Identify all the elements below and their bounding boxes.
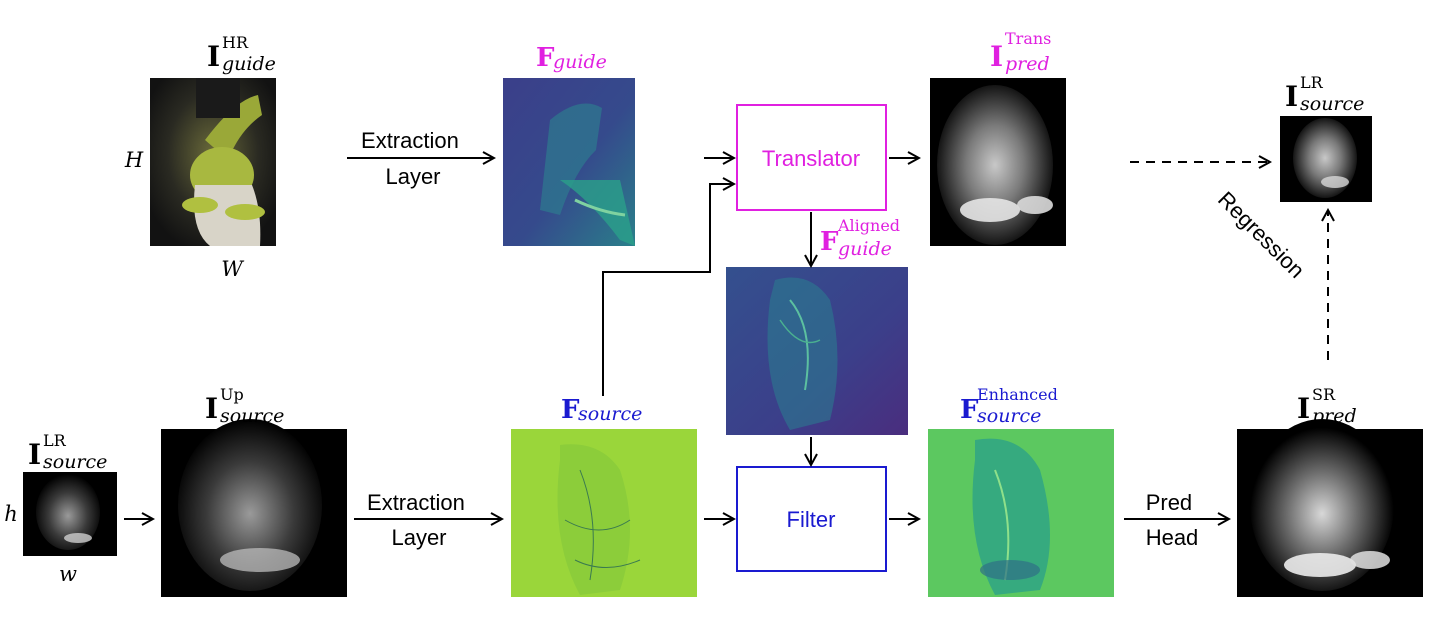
f-aligned-feature-map <box>726 267 908 435</box>
svg-text:LR: LR <box>43 431 67 450</box>
svg-text:Up: Up <box>220 385 244 404</box>
svg-text:source: source <box>977 405 1041 427</box>
label-trans-pred: I Trans pred <box>990 29 1051 75</box>
svg-text:I: I <box>990 40 1003 73</box>
svg-text:pred: pred <box>1005 53 1050 75</box>
svg-text:source: source <box>1300 93 1364 115</box>
translator-label: Translator <box>762 146 860 171</box>
label-f-source: F source <box>561 395 642 425</box>
svg-text:pred: pred <box>1312 405 1357 427</box>
dim-H: H <box>124 148 144 172</box>
label-f-enhanced: F Enhanced source <box>960 385 1058 427</box>
label-sr-pred: I SR pred <box>1297 385 1357 427</box>
svg-text:Trans: Trans <box>1005 29 1051 48</box>
svg-text:I: I <box>1297 392 1310 425</box>
f-source-feature-map <box>511 429 697 597</box>
svg-text:Enhanced: Enhanced <box>977 385 1058 404</box>
svg-text:Aligned: Aligned <box>837 216 900 235</box>
dim-h: h <box>4 502 18 526</box>
svg-text:I: I <box>207 40 220 73</box>
source-up-image <box>161 419 347 597</box>
trans-pred-image <box>930 78 1066 246</box>
label-source-up: I Up source <box>205 385 284 427</box>
dim-W: W <box>221 257 245 281</box>
filter-label: Filter <box>787 507 836 532</box>
svg-text:source: source <box>578 403 642 425</box>
svg-text:I: I <box>28 438 41 471</box>
guide-hr-image <box>150 78 276 246</box>
sr-pred-image <box>1237 419 1423 597</box>
label-guide-hr: I HR guide <box>207 33 276 75</box>
source-lr-top-image <box>1280 116 1372 202</box>
svg-text:SR: SR <box>1312 385 1336 404</box>
source-lr-left-image <box>23 472 117 556</box>
svg-text:F: F <box>820 227 839 257</box>
label-source-lr-top: I LR source <box>1285 73 1364 115</box>
svg-text:guide: guide <box>838 238 892 260</box>
f-enhanced-feature-map <box>928 429 1114 597</box>
svg-text:HR: HR <box>222 33 249 52</box>
f-guide-feature-map <box>503 78 635 246</box>
svg-text:I: I <box>1285 80 1298 113</box>
svg-text:guide: guide <box>222 53 276 75</box>
dim-w: w <box>59 562 77 586</box>
svg-text:guide: guide <box>553 51 607 73</box>
svg-text:source: source <box>220 405 284 427</box>
label-source-lr-left: I LR source <box>28 431 107 473</box>
label-f-guide: F guide <box>536 43 607 73</box>
svg-text:I: I <box>205 392 218 425</box>
svg-text:LR: LR <box>1300 73 1324 92</box>
label-f-aligned: F Aligned guide <box>820 216 900 260</box>
svg-text:source: source <box>43 451 107 473</box>
